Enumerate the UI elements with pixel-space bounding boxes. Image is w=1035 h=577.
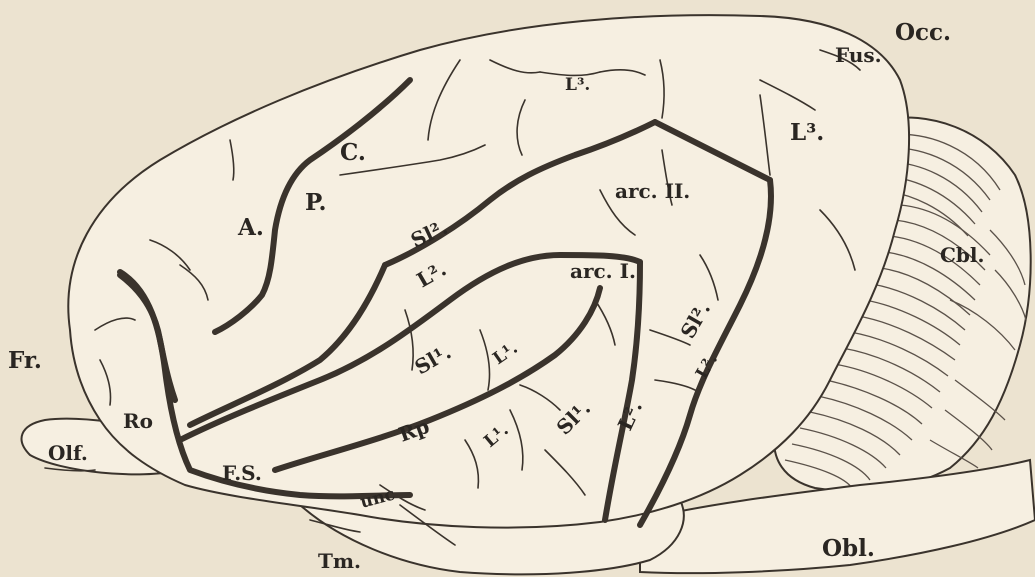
label-cbl: Cbl. [940, 243, 984, 267]
label-fus: Fus. [835, 43, 882, 67]
label-fr: Fr. [8, 347, 42, 374]
label-ro: Ro [123, 409, 153, 433]
label-l3-top: L³. [565, 75, 590, 95]
label-obl: Obl. [822, 535, 875, 562]
label-fs: F.S. [222, 461, 262, 485]
label-c: C. [340, 139, 366, 166]
label-tm: Tm. [318, 549, 361, 573]
label-l3-right: L³. [790, 119, 824, 146]
label-occ: Occ. [895, 19, 951, 46]
label-olf: Olf. [48, 441, 88, 465]
label-arc-ii: arc. II. [615, 179, 690, 203]
label-a: A. [237, 214, 264, 241]
label-p: P. [305, 189, 327, 216]
label-arc-i: arc. I. [570, 259, 636, 283]
